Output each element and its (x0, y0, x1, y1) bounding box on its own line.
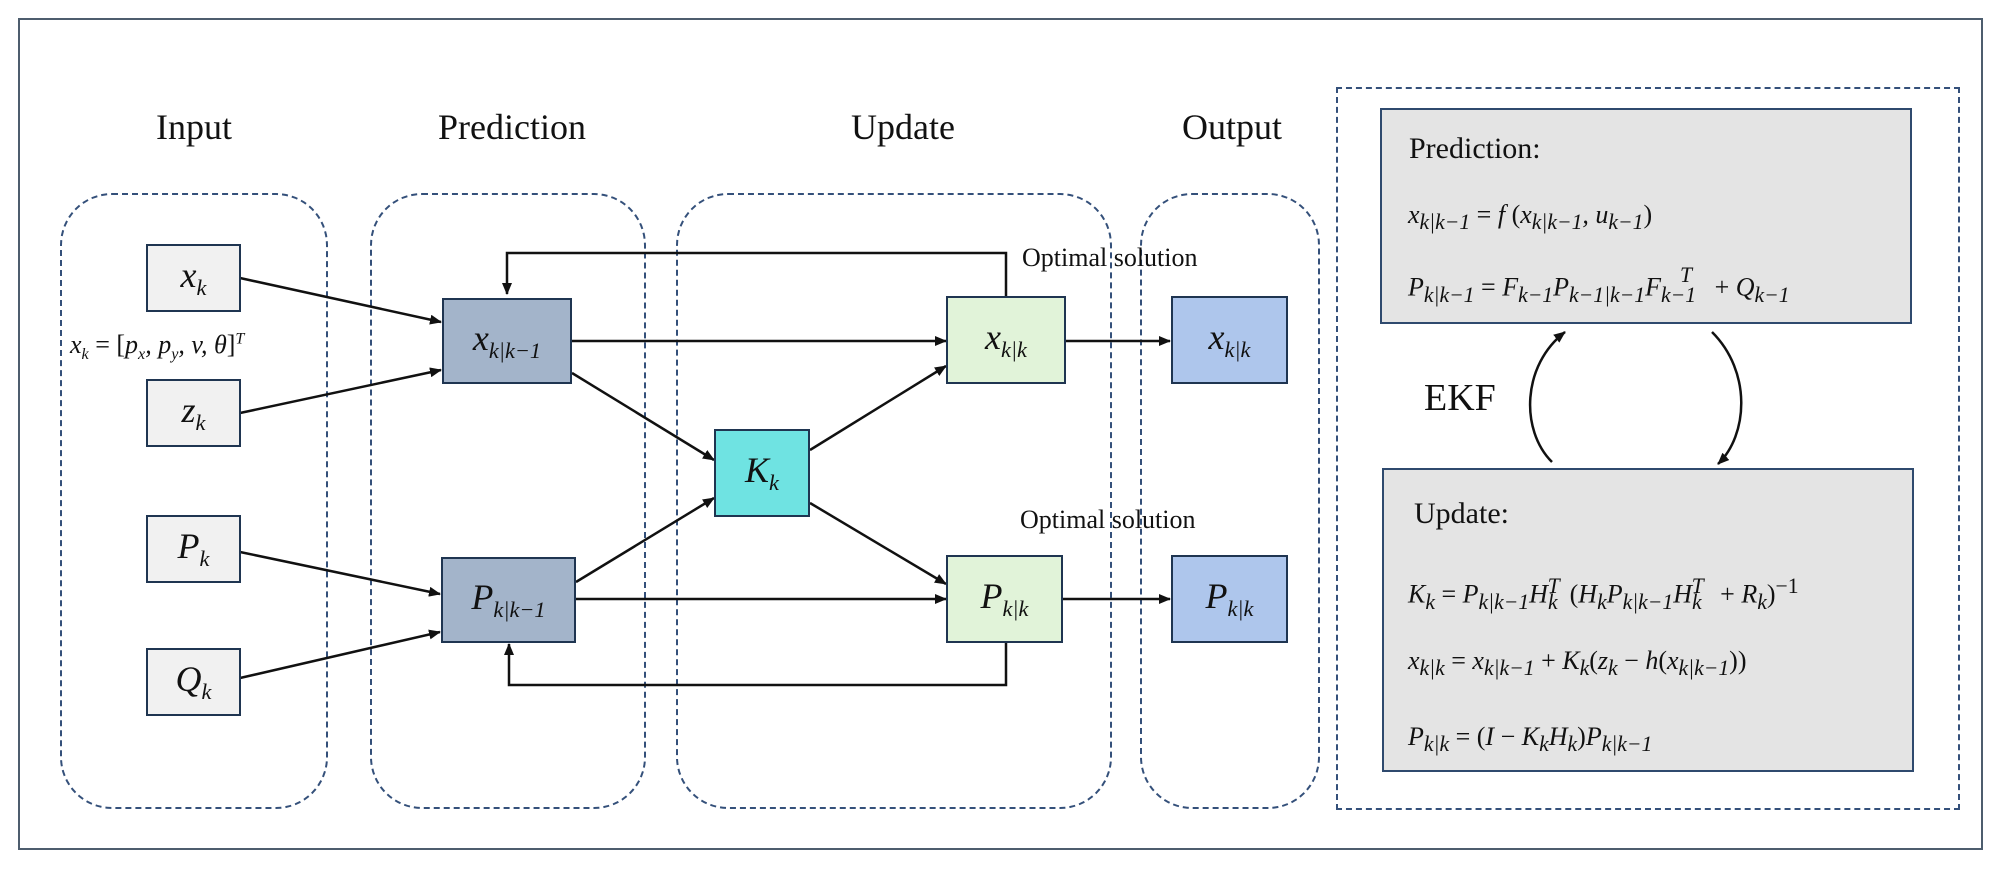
arrow-zk-to-prior-state (239, 367, 442, 415)
kalman-gain-box: Kk (714, 429, 810, 517)
input-group (60, 193, 328, 809)
figure-frame (18, 18, 1983, 850)
optimal-solution-label-top: Optimal solution (1022, 243, 1198, 272)
ekf-cycle-label: EKF (1424, 377, 1496, 419)
prediction-group (370, 193, 646, 809)
prediction-equations-title: Prediction: (1409, 132, 1541, 165)
covariance-input-box: Pk (146, 515, 241, 583)
noise-input-box: Qk (146, 648, 241, 716)
arrow-prior-cov-to-gain (575, 496, 715, 584)
ekf-equations-panel (1336, 87, 1960, 810)
prior-covariance-box: Pk|k−1 (441, 557, 576, 643)
heading-prediction: Prediction (438, 107, 586, 147)
feedback-cov-loop (504, 643, 1008, 687)
arrow-xk-to-prior-state (239, 276, 442, 325)
covariance-update-equation: Pk|k = (I − KkHk)Pk|k−1 (1408, 722, 1653, 757)
prediction-equations-box (1380, 108, 1912, 324)
posterior-covariance-box: Pk|k (946, 555, 1063, 643)
update-group (676, 193, 1112, 809)
arrow-pk-to-prior-cov (239, 550, 441, 597)
state-vector-definition: xk = [px, py, v, θ]T (70, 330, 245, 364)
heading-input: Input (156, 107, 232, 147)
heading-update: Update (851, 107, 955, 147)
output-state-box: xk|k (1171, 296, 1288, 384)
heading-output: Output (1181, 107, 1283, 147)
state-prediction-equation: xk|k−1 = f (xk|k−1, uk−1) (1408, 200, 1653, 235)
covariance-prediction-equation: Pk|k−1 = Fk−1Pk−1|k−1Fk−1T + Qk−1 (1408, 263, 1790, 307)
output-covariance-box: Pk|k (1171, 555, 1288, 643)
update-equations-title: Update: (1414, 497, 1509, 530)
arrow-gain-to-posterior-cov (809, 501, 947, 586)
ekf-cycle-right-arc (1711, 331, 1743, 465)
kalman-gain-equation: Kk = Pk|k−1HkT(HkPk|k−1HkT + Rk)−1 (1408, 574, 1799, 614)
arrow-gain-to-posterior-state (809, 364, 947, 452)
arrow-prior-state-to-gain (571, 371, 715, 462)
update-equations-box (1382, 468, 1914, 772)
arrow-qk-to-prior-cov (239, 629, 441, 680)
output-group (1140, 193, 1320, 809)
state-input-box: xk (146, 244, 241, 312)
feedback-state-loop (502, 251, 1008, 296)
posterior-state-box: xk|k (946, 296, 1066, 384)
prior-state-box: xk|k−1 (442, 298, 572, 384)
optimal-solution-label-bottom: Optimal solution (1020, 505, 1196, 534)
ekf-cycle-left-arc (1528, 331, 1566, 463)
state-update-equation: xk|k = xk|k−1 + Kk(zk − h(xk|k−1)) (1408, 646, 1747, 681)
measurement-input-box: zk (146, 379, 241, 447)
